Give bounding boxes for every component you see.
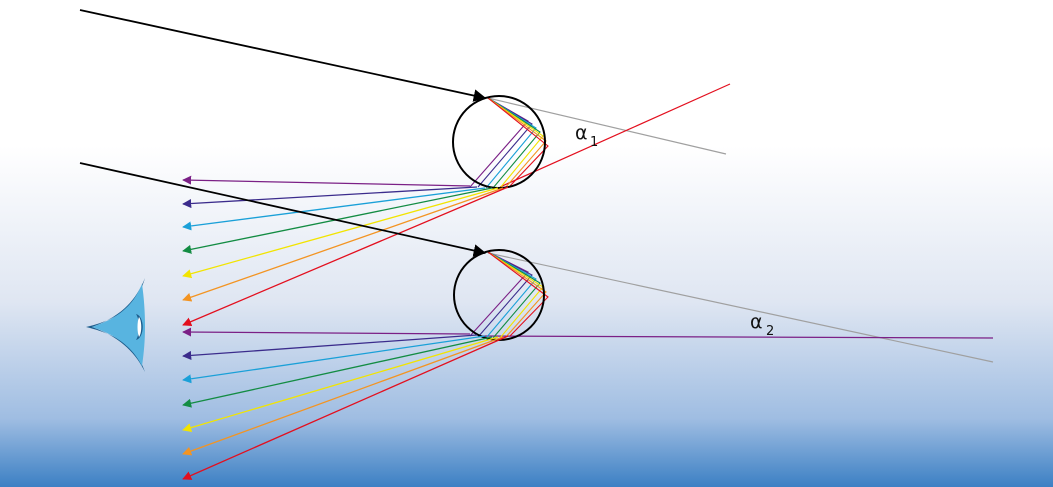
alpha-2-label: α <box>750 311 763 333</box>
alpha-2-subscript: 2 <box>766 324 774 339</box>
alpha-1-label: α <box>575 122 588 144</box>
alpha-1-subscript: 1 <box>590 135 598 150</box>
